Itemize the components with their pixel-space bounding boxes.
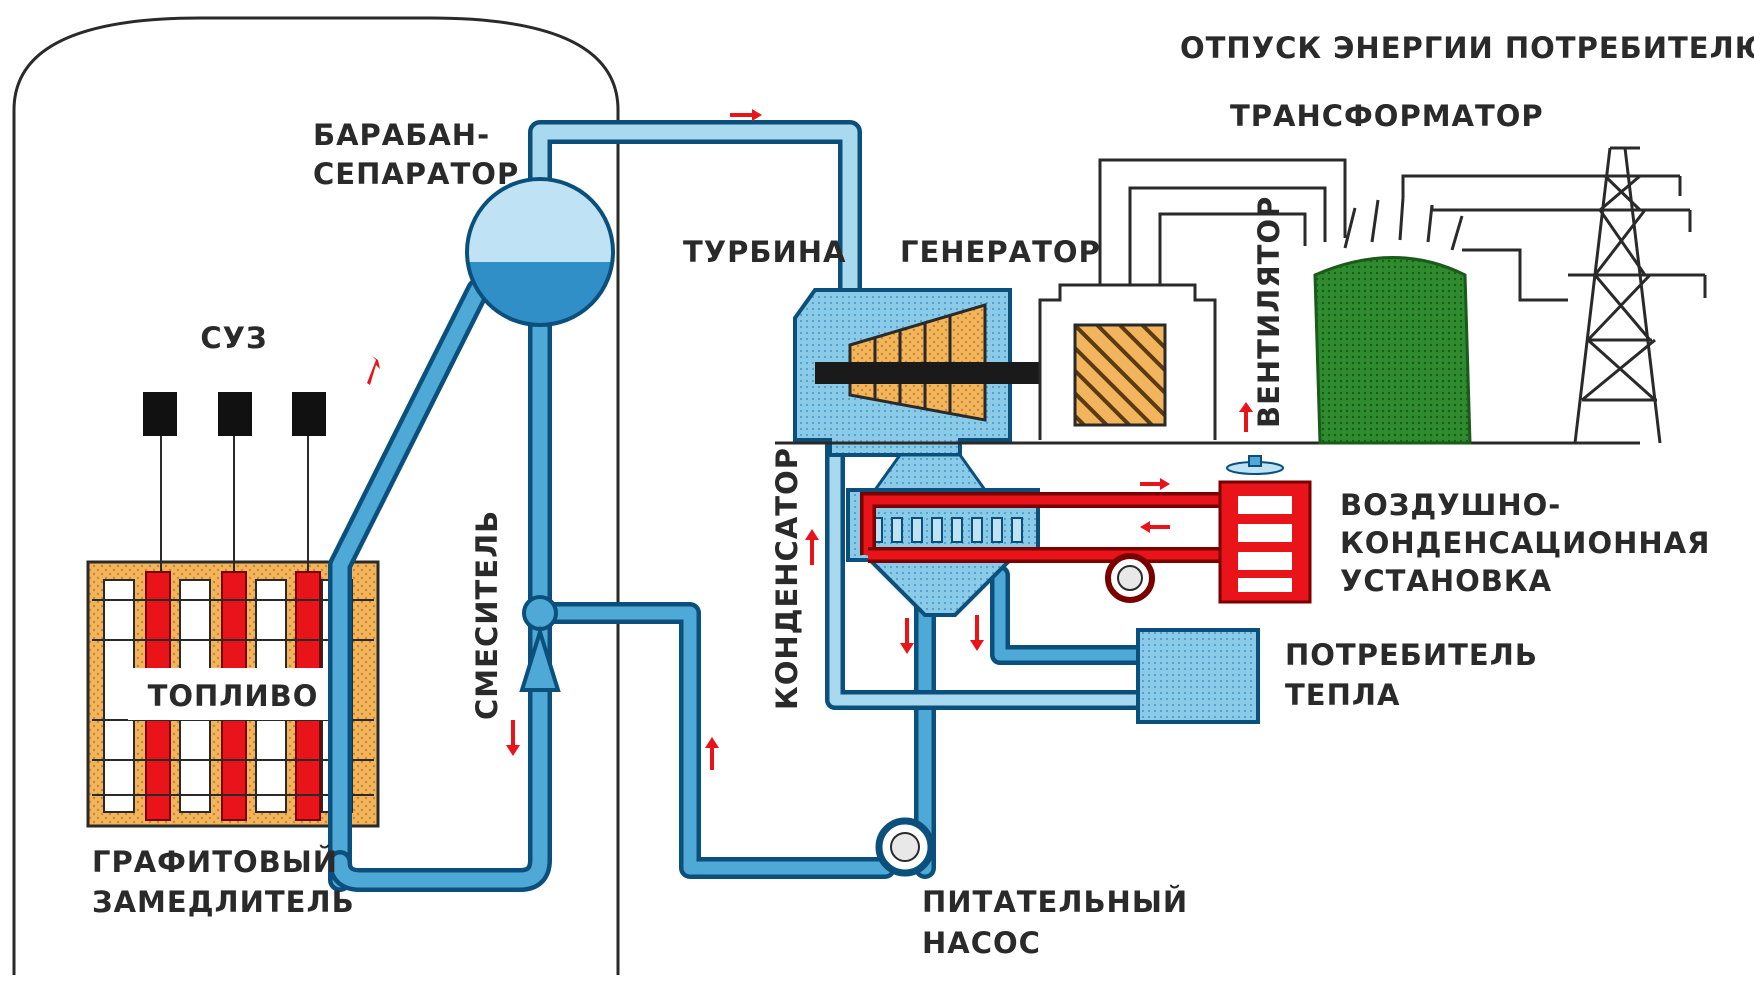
flow-arrow-icon: [805, 529, 819, 565]
control-rod-drive: [292, 392, 326, 436]
air-condensing-circuit: [860, 492, 1225, 563]
air-condensing-label-2: КОНДЕНСАЦИОННАЯ: [1340, 526, 1710, 560]
circulation-pump: [1105, 553, 1155, 603]
flow-arrow-icon: [506, 720, 520, 756]
transformer: [1313, 197, 1472, 445]
condenser-label: КОНДЕНСАТОР: [770, 447, 804, 710]
air-condensing-label-3: УСТАНОВКА: [1340, 564, 1552, 598]
flow-arrow-icon: [1140, 521, 1170, 533]
flow-arrow-icon: [900, 618, 914, 654]
main-piping: [328, 120, 1148, 892]
fuel-label: ТОПЛИВО: [148, 679, 319, 713]
mixer: [519, 595, 561, 692]
flow-arrow-icon: [705, 737, 719, 770]
feed-pump: [875, 817, 935, 877]
feed-pump-label-1: ПИТАТЕЛЬНЫЙ: [922, 885, 1188, 919]
air-condensing-label-1: ВОЗДУШНО-: [1340, 488, 1561, 522]
graphite-label-2: ЗАМЕДЛИТЕЛЬ: [92, 885, 355, 919]
flow-arrow-icon: [970, 615, 984, 651]
drum-separator-label-2: СЕПАРАТОР: [313, 157, 519, 191]
transmission-lines: [1401, 174, 1580, 302]
heat-consumer: [1136, 628, 1260, 724]
flow-arrow-icon: [367, 356, 380, 385]
control-rod-drive: [143, 392, 177, 436]
air-fan: [1226, 455, 1284, 475]
generator-label: ГЕНЕРАТОР: [900, 235, 1101, 269]
control-rod-drive: [218, 392, 252, 436]
condenser-tubes: [871, 517, 1023, 543]
flow-arrow-icon: [1140, 478, 1170, 490]
transmission-tower: [1568, 146, 1707, 444]
flow-arrow-icon: [730, 109, 762, 121]
heat-consumer-label-2: ТЕПЛА: [1285, 678, 1400, 712]
mixer-label: СМЕСИТЕЛЬ: [470, 510, 504, 720]
reactor-building: [12, 16, 620, 975]
energy-release-label: ОТПУСК ЭНЕРГИИ ПОТРЕБИТЕЛЮ: [1180, 31, 1754, 65]
fuel-label-box: [128, 668, 338, 720]
fan-label: ВЕНТИЛЯТОР: [1252, 196, 1286, 428]
transformer-label: ТРАНСФОРМАТОР: [1230, 99, 1544, 133]
feed-pump-label-2: НАСОС: [922, 926, 1041, 960]
control-rod-drives: [143, 392, 326, 572]
drum-separator-label-1: БАРАБАН-: [313, 118, 490, 152]
flow-arrow-icon: [1239, 402, 1253, 432]
graphite-label-1: ГРАФИТОВЫЙ: [92, 845, 338, 879]
generator: [1038, 283, 1217, 440]
air-condensing-unit: [1218, 480, 1312, 604]
control-rods-label: СУЗ: [200, 321, 267, 355]
turbine-label: ТУРБИНА: [683, 235, 846, 269]
heat-consumer-label-1: ПОТРЕБИТЕЛЬ: [1285, 638, 1538, 672]
generator-output-wires: [1098, 158, 1347, 285]
flow-arrows: [367, 109, 1253, 770]
drum-separator: [465, 177, 615, 327]
